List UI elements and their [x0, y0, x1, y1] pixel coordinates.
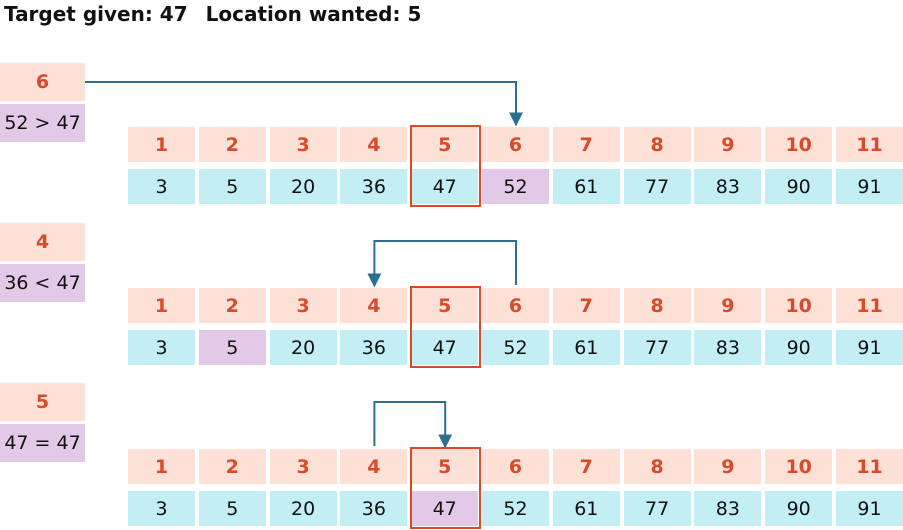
- highlighted-value-cell: 5: [198, 330, 266, 365]
- value-cell: 61: [552, 491, 620, 526]
- index-cell: 6: [482, 288, 549, 323]
- value-cell: 47: [411, 169, 479, 204]
- page-title: Target given: 47 Location wanted: 5: [4, 2, 421, 26]
- value-cell: 20: [269, 169, 337, 204]
- highlighted-value-cell: 52: [482, 169, 549, 204]
- step-arrow: [367, 240, 517, 288]
- probe-index-box: 4: [0, 223, 85, 261]
- value-cell: 83: [694, 491, 762, 526]
- index-cell: 11: [836, 449, 903, 484]
- index-cell: 10: [765, 288, 833, 323]
- value-cell: 47: [411, 330, 479, 365]
- index-cell: 10: [765, 127, 833, 162]
- target-label: Target given: 47: [4, 2, 188, 26]
- comparison-box: 47 = 47: [0, 424, 85, 462]
- value-cell: 3: [128, 169, 195, 204]
- index-cell: 4: [340, 449, 408, 484]
- value-cell: 52: [482, 330, 549, 365]
- value-cell: 83: [694, 169, 762, 204]
- index-cell: 1: [128, 127, 195, 162]
- value-cell: 61: [552, 330, 620, 365]
- index-cell: 4: [340, 288, 408, 323]
- value-cell: 90: [765, 169, 833, 204]
- value-cell: 77: [623, 169, 691, 204]
- value-cell: 91: [836, 491, 903, 526]
- value-cell: 90: [765, 491, 833, 526]
- value-cell: 36: [340, 169, 408, 204]
- index-cell: 2: [198, 288, 266, 323]
- step-arrow: [85, 81, 523, 127]
- index-cell: 9: [694, 449, 762, 484]
- value-cell: 91: [836, 330, 903, 365]
- value-cell: 36: [340, 330, 408, 365]
- highlighted-value-cell: 47: [411, 491, 479, 526]
- index-cell: 6: [482, 449, 549, 484]
- probe-index-box: 6: [0, 63, 85, 101]
- value-cell: 5: [198, 169, 266, 204]
- value-cell: 36: [340, 491, 408, 526]
- index-cell: 11: [836, 288, 903, 323]
- index-cell: 8: [623, 127, 691, 162]
- index-cell: 3: [269, 288, 337, 323]
- index-cell: 7: [552, 449, 620, 484]
- index-cell: 4: [340, 127, 408, 162]
- value-cell: 20: [269, 330, 337, 365]
- value-cell: 5: [198, 491, 266, 526]
- index-cell: 6: [482, 127, 549, 162]
- value-cell: 3: [128, 330, 195, 365]
- index-cell: 7: [552, 127, 620, 162]
- location-label: Location wanted: 5: [205, 2, 422, 26]
- value-cell: 61: [552, 169, 620, 204]
- index-cell: 8: [623, 449, 691, 484]
- index-cell: 9: [694, 127, 762, 162]
- index-cell: 3: [269, 449, 337, 484]
- value-cell: 83: [694, 330, 762, 365]
- index-cell: 5: [411, 127, 479, 162]
- index-cell: 5: [411, 288, 479, 323]
- value-cell: 90: [765, 330, 833, 365]
- value-cell: 3: [128, 491, 195, 526]
- value-cell: 77: [623, 330, 691, 365]
- index-cell: 1: [128, 449, 195, 484]
- comparison-box: 36 < 47: [0, 264, 85, 302]
- comparison-box: 52 > 47: [0, 104, 85, 142]
- index-cell: 10: [765, 449, 833, 484]
- value-cell: 91: [836, 169, 903, 204]
- value-cell: 20: [269, 491, 337, 526]
- probe-index-box: 5: [0, 383, 85, 421]
- index-cell: 2: [198, 449, 266, 484]
- index-cell: 2: [198, 127, 266, 162]
- index-cell: 11: [836, 127, 903, 162]
- index-cell: 7: [552, 288, 620, 323]
- index-cell: 1: [128, 288, 195, 323]
- step-arrow: [373, 401, 453, 449]
- index-cell: 3: [269, 127, 337, 162]
- value-cell: 52: [482, 491, 549, 526]
- index-cell: 8: [623, 288, 691, 323]
- value-cell: 77: [623, 491, 691, 526]
- index-cell: 9: [694, 288, 762, 323]
- index-cell: 5: [411, 449, 479, 484]
